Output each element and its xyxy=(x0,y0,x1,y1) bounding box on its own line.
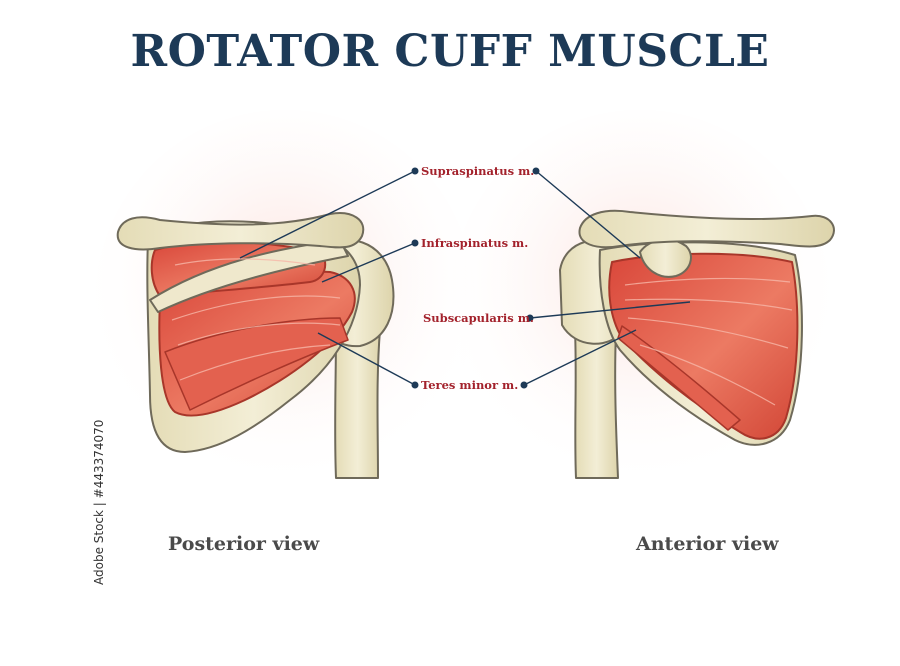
posterior-teres-minor-muscle xyxy=(164,317,349,411)
leader-dot-subscapularis xyxy=(526,314,534,322)
leader-dot-infraspinatus xyxy=(411,239,419,247)
anterior-shoulder xyxy=(559,209,835,479)
leader-teres-minor-left xyxy=(317,332,416,386)
label-infraspinatus: Infraspinatus m. xyxy=(421,236,529,250)
label-supraspinatus: Supraspinatus m. xyxy=(421,164,535,178)
caption-anterior-view: Anterior view xyxy=(636,533,779,555)
leader-dot-supraspinatus-right xyxy=(532,167,540,175)
leader-dot-supraspinatus-left xyxy=(411,167,419,175)
posterior-scapular-spine xyxy=(149,239,349,313)
leader-supraspinatus-left xyxy=(239,170,416,259)
leader-dot-teres-minor-right xyxy=(520,381,528,389)
leader-dot-teres-minor-left xyxy=(411,381,419,389)
anterior-clavicle xyxy=(578,209,835,249)
stock-credit: Adobe Stock | #443374070 xyxy=(92,419,106,585)
caption-posterior-view: Posterior view xyxy=(168,533,320,555)
leader-lines xyxy=(239,167,691,389)
label-teres-minor: Teres minor m. xyxy=(421,378,519,392)
label-subscapularis: Subscapularis m. xyxy=(423,311,534,325)
posterior-shoulder xyxy=(116,212,395,479)
leader-subscapularis xyxy=(529,301,691,319)
anterior-humerus xyxy=(574,329,619,479)
anterior-teres-minor-muscle xyxy=(617,325,741,431)
leader-infraspinatus xyxy=(321,242,416,283)
page-title: ROTATOR CUFF MUSCLE xyxy=(130,26,770,77)
posterior-humerus xyxy=(334,329,381,479)
leader-supraspinatus-right xyxy=(535,170,641,259)
leader-teres-minor-right xyxy=(523,329,637,386)
posterior-clavicle xyxy=(116,212,365,251)
